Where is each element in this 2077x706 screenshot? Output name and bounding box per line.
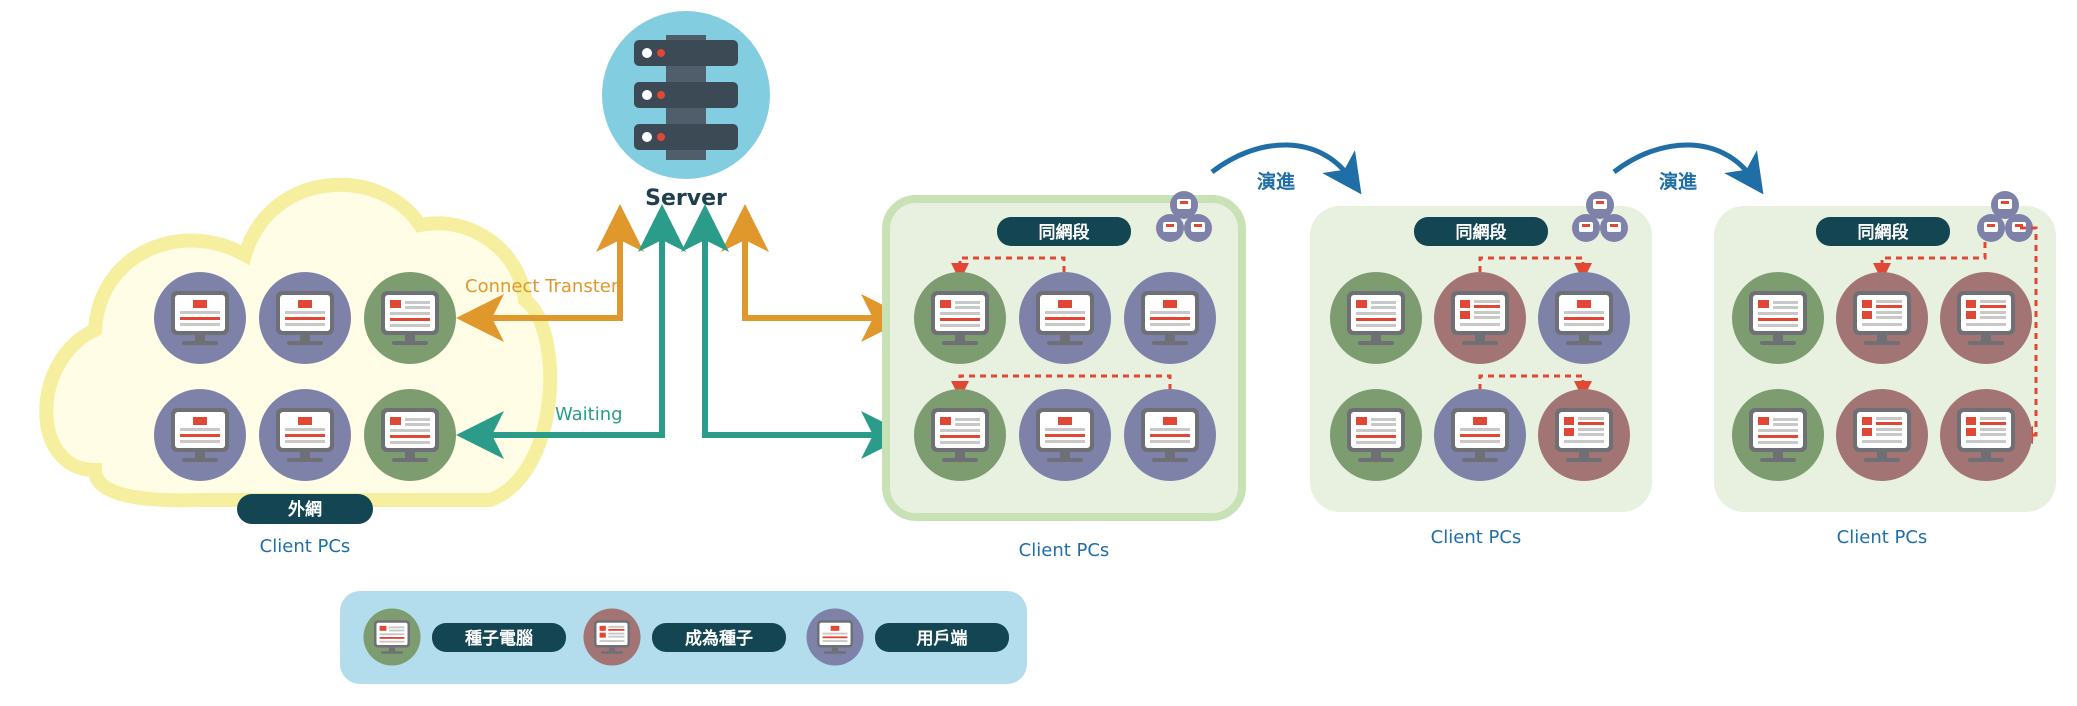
group-1-tag-pill	[997, 217, 1131, 246]
becoming-seed-pc	[1940, 389, 2032, 481]
group-2-caption: Client PCs	[1431, 527, 1522, 548]
client-pc	[1124, 389, 1216, 481]
seed-legend-pill	[432, 623, 566, 652]
group-2: 同網段 Client PCs	[1310, 191, 1652, 548]
server-node: Server	[602, 11, 770, 211]
evolve-arrow-1	[1210, 142, 1362, 195]
seed-pc	[1330, 272, 1422, 364]
group-2-tag-pill	[1414, 217, 1548, 246]
group-3-tag-pill	[1816, 217, 1950, 246]
group-3-tag: 同網段	[1858, 222, 1909, 243]
seed-legend-label: 種子電腦	[465, 628, 533, 649]
seed-pc	[1330, 389, 1422, 481]
group-2-tag: 同網段	[1456, 222, 1507, 243]
becoming-seed-legend-pill	[652, 623, 786, 652]
client-legend-pill	[875, 623, 1009, 652]
waiting-arrow	[456, 204, 686, 459]
becoming-seed-pc	[1538, 389, 1630, 481]
becoming-seed-legend-icon	[583, 608, 641, 666]
group-3: 同網段 Client PCs	[1714, 191, 2056, 548]
server-icon	[634, 40, 738, 150]
client-pc	[1019, 389, 1111, 481]
group-3-caption: Client PCs	[1837, 527, 1928, 548]
client-legend-label: 用戶端	[917, 628, 968, 649]
evolve-label-2: 演進	[1659, 170, 1697, 193]
legend: 種子電腦 成為種子 用戶端	[340, 591, 1027, 684]
client-pc	[259, 272, 351, 364]
evolve-arrow-2	[1612, 142, 1764, 195]
seed-pc	[1732, 389, 1824, 481]
client-pc	[1124, 272, 1216, 364]
becoming-seed-pc	[1434, 272, 1526, 364]
seed-pc	[364, 389, 456, 481]
seed-pc	[914, 272, 1006, 364]
cloud-tag: 外網	[288, 499, 322, 520]
client-legend-icon	[806, 608, 864, 666]
waiting-label: Waiting	[555, 404, 623, 425]
becoming-seed-pc	[1836, 272, 1928, 364]
client-pc	[1434, 389, 1526, 481]
p2p-link	[1478, 256, 1592, 281]
becoming-seed-pc	[1940, 272, 2032, 364]
seed-pc	[364, 272, 456, 364]
client-pc	[154, 272, 246, 364]
evolve-label-1: 演進	[1257, 170, 1295, 193]
p2p-link	[951, 374, 1172, 399]
cloud-tag-pill	[237, 494, 373, 524]
client-pc	[259, 389, 351, 481]
client-pc	[154, 389, 246, 481]
cloud-region: 外網 Client PCs	[39, 177, 558, 557]
client-pc	[1538, 272, 1630, 364]
server-to-group-orange-arrow	[721, 204, 909, 342]
group-1: 同網段 Client PCs	[882, 191, 1246, 561]
connect-label: Connect Transter	[465, 276, 619, 297]
p2p-link	[1478, 374, 1592, 399]
group-1-tag: 同網段	[1039, 222, 1090, 243]
p2p-link	[951, 256, 1066, 281]
becoming-seed-pc	[1836, 389, 1928, 481]
group-1-caption: Client PCs	[1019, 540, 1110, 561]
server-to-group-teal-arrow	[681, 204, 909, 459]
server-label: Server	[645, 186, 727, 211]
seed-pc	[1732, 272, 1824, 364]
p2p-link	[1873, 242, 1987, 281]
seed-legend-icon	[363, 608, 421, 666]
seed-pc	[914, 389, 1006, 481]
becoming-seed-legend-label: 成為種子	[685, 628, 753, 649]
cloud-caption: Client PCs	[260, 536, 351, 557]
client-pc	[1019, 272, 1111, 364]
